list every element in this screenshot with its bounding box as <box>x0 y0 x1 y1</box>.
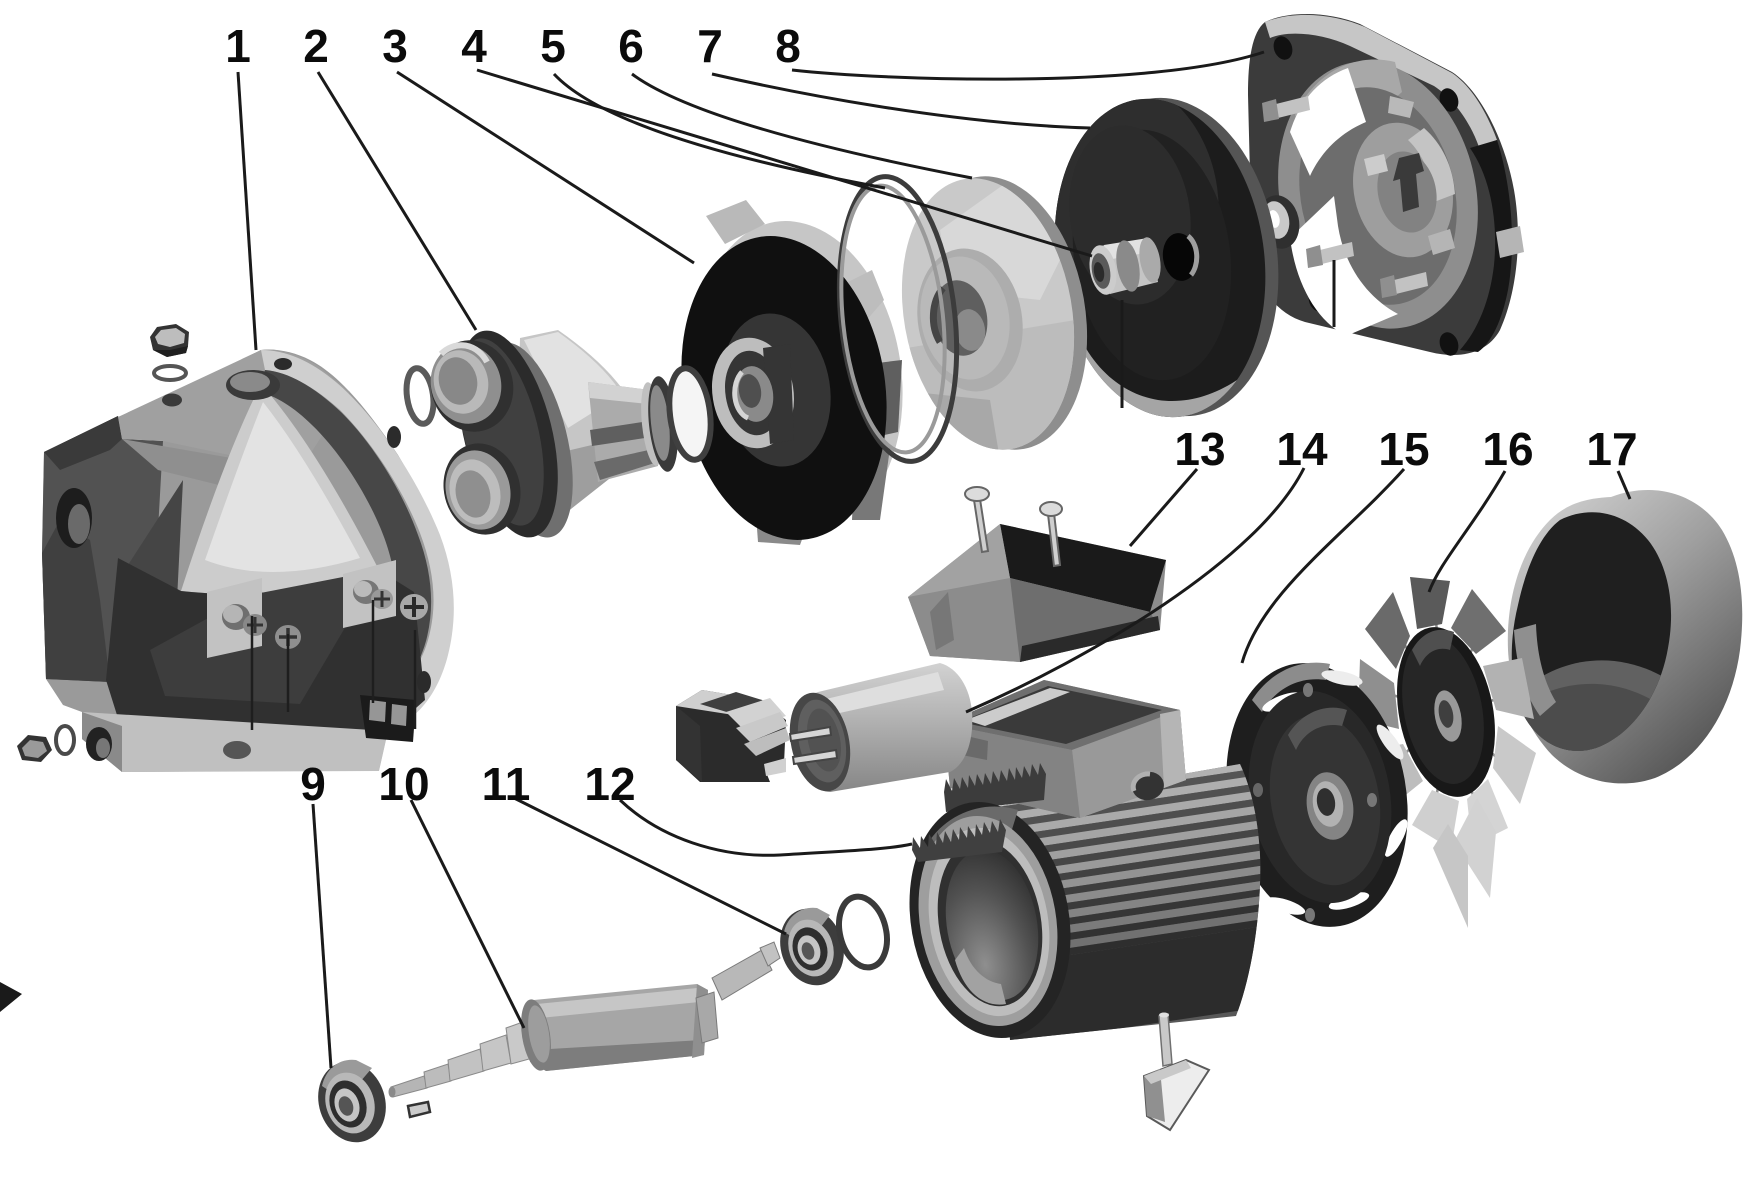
svg-text:9: 9 <box>300 758 326 810</box>
svg-text:3: 3 <box>382 20 408 72</box>
svg-text:5: 5 <box>540 20 566 72</box>
svg-text:15: 15 <box>1378 423 1429 475</box>
svg-text:12: 12 <box>584 758 635 810</box>
svg-text:8: 8 <box>775 20 801 72</box>
svg-text:16: 16 <box>1482 423 1533 475</box>
svg-text:10: 10 <box>378 758 429 810</box>
svg-text:7: 7 <box>697 20 723 72</box>
svg-text:1: 1 <box>225 20 251 72</box>
svg-text:13: 13 <box>1174 423 1225 475</box>
svg-text:14: 14 <box>1276 423 1328 475</box>
svg-text:17: 17 <box>1586 423 1637 475</box>
svg-text:6: 6 <box>618 20 644 72</box>
svg-text:11: 11 <box>482 758 531 810</box>
svg-text:4: 4 <box>461 20 487 72</box>
svg-text:2: 2 <box>303 20 329 72</box>
